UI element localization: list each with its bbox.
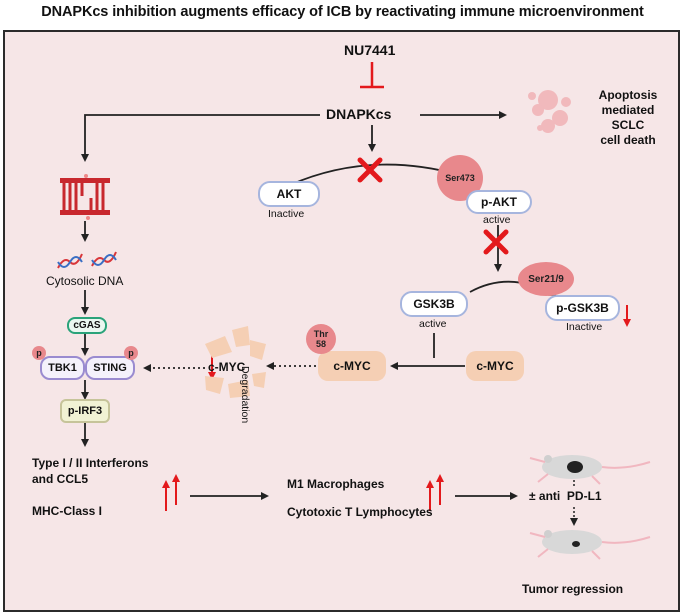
apoptosis-line-4: cell death: [600, 133, 656, 147]
apoptosis-text: Apoptosis mediated SCLC cell death: [592, 88, 664, 148]
increase-arrows-immune: [426, 474, 444, 511]
increase-arrows-interferons: [162, 474, 180, 511]
m1-macrophages-label: M1 Macrophages: [287, 477, 385, 491]
degradation-label: Degradation: [239, 366, 251, 424]
inhibition-symbol: [360, 62, 384, 89]
gsk3b-node: GSK3B: [400, 291, 468, 317]
cytosolic-dna-icon: [57, 251, 117, 269]
tumor-regression-label: Tumor regression: [522, 582, 624, 596]
block-x-akt: [357, 157, 383, 183]
cmyc-degraded-label: c-MYC: [208, 360, 246, 374]
apoptosis-line-2: mediated: [601, 103, 655, 117]
apoptotic-cell-icon: [528, 90, 571, 133]
pakt-node: p-AKT: [466, 190, 532, 214]
figure-title: DNAPKcs inhibition augments efficacy of …: [41, 4, 644, 20]
sting-phospho: p: [124, 346, 138, 360]
gsk3b-state: active: [419, 318, 447, 330]
akt-state: Inactive: [268, 208, 305, 220]
cgas-node: cGAS: [67, 317, 107, 334]
apoptosis-line-1: Apoptosis: [598, 88, 658, 102]
arrow-to-dna: [81, 114, 320, 162]
pakt-state: active: [483, 214, 511, 226]
interferons-label-1: Type I / II Interferons: [32, 456, 149, 470]
ser219-phospho-site: Ser21/9: [518, 262, 574, 296]
pgsk3b-state: Inactive: [566, 321, 603, 333]
akt-node: AKT: [258, 181, 320, 207]
mhc-label: MHC-Class I: [32, 504, 103, 518]
inhibitor-label: NU7441: [344, 42, 396, 58]
target-label: DNAPKcs: [326, 106, 392, 122]
thr58-line-1: Thr: [313, 329, 329, 339]
thr58-phospho-site: Thr 58: [306, 324, 336, 354]
cmyc-node-right: c-MYC: [466, 351, 524, 381]
tbk1-node: TBK1: [40, 356, 85, 380]
block-x-pakt: [483, 229, 509, 255]
dna-damage-icon: [60, 174, 110, 220]
apoptosis-line-3: SCLC: [611, 118, 645, 132]
ctl-label: Cytotoxic T Lymphocytes: [287, 505, 433, 519]
pirf3-node: p-IRF3: [60, 399, 110, 423]
sting-node: STING: [85, 356, 135, 380]
thr58-line-2: 58: [315, 339, 326, 349]
interferons-label-2: and CCL5: [32, 472, 89, 486]
tbk1-phospho: p: [32, 346, 46, 360]
cmyc-node-mid: c-MYC: [318, 351, 386, 381]
diagram-panel: [3, 30, 680, 612]
mouse-icon-bottom: [529, 530, 651, 560]
cytosolic-dna-label: Cytosolic DNA: [46, 274, 124, 288]
pgsk3b-node: p-GSK3B: [545, 295, 620, 321]
mouse-icon-top: [529, 455, 651, 485]
anti-pdl1-label: ± anti PD-L1: [529, 489, 602, 503]
degraded-myc-fragments: [205, 326, 266, 398]
